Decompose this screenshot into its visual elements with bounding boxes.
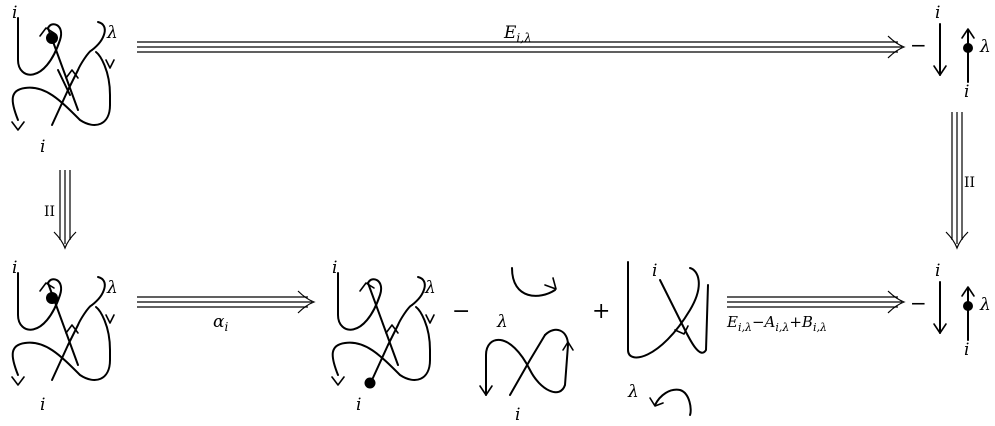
- dot-marker: [46, 32, 58, 44]
- label-i-t3: i: [652, 261, 657, 281]
- arrow-left-vertical: [53, 170, 77, 250]
- arrow-alpha-label: αi: [213, 312, 228, 334]
- diagram-top-left: [11, 17, 115, 131]
- arrow-bottom-right: [727, 290, 906, 314]
- label-i-bottom: i: [40, 137, 45, 157]
- strand-up-tr: [961, 28, 975, 83]
- strand-down-br: [933, 281, 947, 334]
- label-i-top: i: [12, 3, 17, 23]
- equals-right: II: [964, 175, 975, 191]
- arrow-alpha: [137, 290, 316, 314]
- label-i-tr: i: [935, 3, 940, 23]
- label-lambda-bl: λ: [106, 278, 118, 298]
- label-i-br: i: [935, 261, 940, 281]
- equals-left: II: [44, 204, 55, 220]
- label-i-br-bottom: i: [964, 340, 969, 360]
- arrow-top-label: Ei,λ: [503, 23, 532, 45]
- diagram-bottom-left: [11, 272, 115, 386]
- strand-up-br: [961, 286, 975, 341]
- strand-down-tr: [933, 23, 947, 76]
- arrow-bottom-right-label: Ei,λ−Ai,λ+Bi,λ: [726, 313, 827, 334]
- label-lambda-t3: λ: [627, 382, 639, 402]
- diagram-bottom-middle: [331, 272, 435, 389]
- label-lambda-br: λ: [979, 295, 991, 315]
- diagram-term-2: [479, 267, 574, 396]
- label-i-tr-bottom: i: [964, 82, 969, 102]
- label-i-bl-top: i: [12, 258, 17, 278]
- label-lambda-t2: λ: [496, 312, 508, 332]
- minus-bottom: −: [452, 299, 470, 324]
- minus-top: −: [910, 33, 927, 57]
- plus-bottom: +: [592, 299, 610, 324]
- arrow-right-vertical: [945, 112, 969, 250]
- label-i-bm-top: i: [332, 258, 337, 278]
- label-lambda-bm: λ: [424, 278, 436, 298]
- arrow-top: [137, 35, 906, 59]
- label-i-bm-bottom: i: [356, 395, 361, 415]
- label-i-bl-bottom: i: [40, 395, 45, 415]
- label-lambda-tr: λ: [979, 37, 991, 57]
- minus-br: −: [910, 291, 927, 315]
- label-lambda: λ: [106, 23, 118, 43]
- label-i-t2: i: [515, 405, 520, 425]
- diagram-term-3: [627, 261, 709, 416]
